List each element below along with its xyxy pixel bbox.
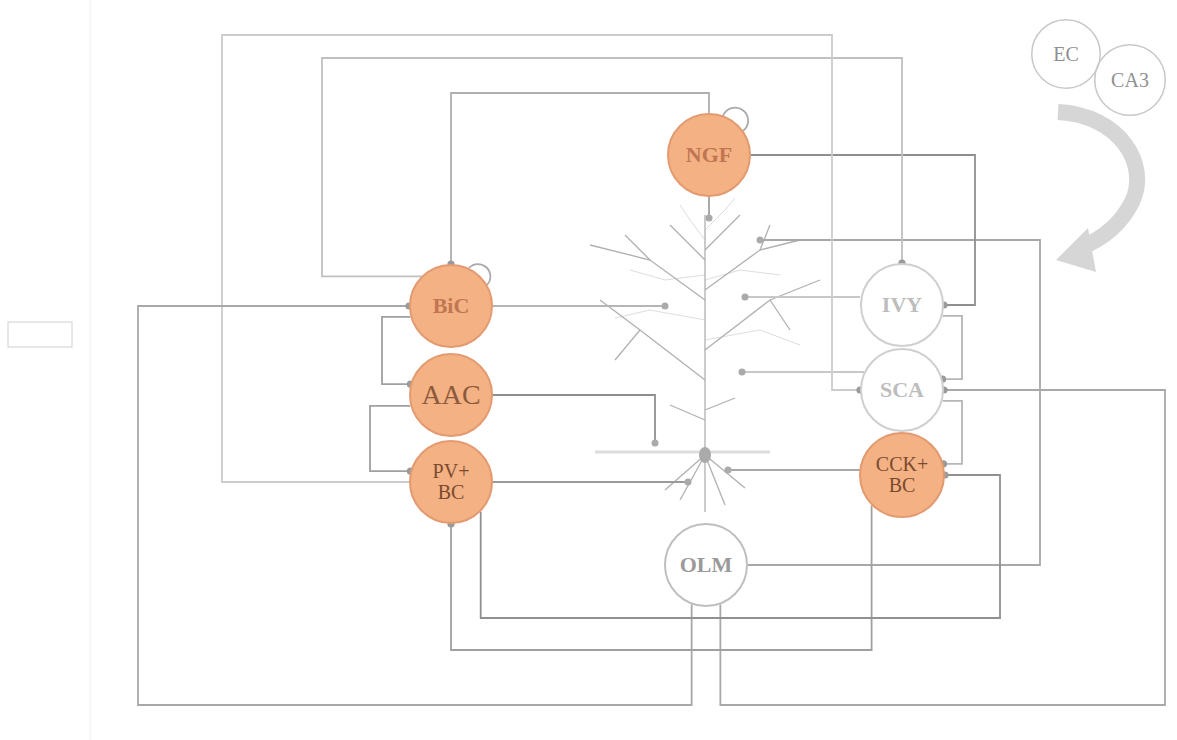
interneuron-circle: CCK+ BC — [859, 432, 945, 518]
neuron-faint — [615, 198, 800, 345]
node-label: SCA — [880, 378, 924, 401]
interneuron-circle: BiC — [409, 264, 493, 348]
node-label: IVY — [882, 293, 922, 316]
connector — [451, 505, 872, 650]
interneuron-circle: NGF — [667, 113, 751, 197]
node-label: CA3 — [1111, 70, 1149, 91]
interneuron-circle: PV+ BC — [409, 440, 493, 524]
interneuron-circle: IVY — [860, 263, 944, 347]
input-arrow — [1058, 112, 1137, 248]
connector — [222, 35, 860, 482]
node-circle — [410, 265, 492, 347]
interneuron-circle: SCA — [860, 348, 944, 432]
node-label: OLM — [680, 553, 733, 576]
interneuron-circle: OLM — [664, 523, 748, 607]
node-circle — [1095, 45, 1166, 116]
node-label: PV+ BC — [425, 461, 477, 503]
soma-layer — [595, 451, 770, 454]
node-circle — [1032, 20, 1101, 89]
synapse-dots — [652, 215, 764, 486]
region-circle: CA3 — [1094, 44, 1166, 116]
side-box — [8, 322, 72, 347]
connector — [382, 317, 410, 384]
soma — [699, 447, 711, 463]
node-circle — [665, 524, 747, 606]
connector — [451, 93, 709, 264]
node-circle — [861, 349, 943, 431]
node-label: AAC — [421, 380, 480, 409]
connector — [943, 316, 962, 379]
connector — [943, 401, 962, 464]
region-circle: EC — [1031, 19, 1101, 89]
node-label: BiC — [433, 294, 470, 317]
node-label: NGF — [686, 143, 732, 166]
connector — [138, 306, 692, 705]
target-lines — [493, 197, 1040, 565]
input-arrowhead — [1056, 228, 1096, 272]
connector — [720, 390, 1165, 705]
node-circle — [410, 441, 492, 523]
node-circle — [861, 264, 943, 346]
divider-line — [90, 0, 91, 740]
node-circle — [668, 114, 750, 196]
node-circle — [410, 354, 492, 436]
node-circle — [860, 433, 944, 517]
node-label: CCK+ BC — [872, 454, 932, 496]
connector — [751, 155, 975, 305]
interneuron-circle: AAC — [409, 353, 493, 437]
connector — [322, 58, 902, 276]
pyramidal-neuron — [590, 215, 820, 512]
node-label: EC — [1053, 44, 1079, 65]
connector — [370, 406, 410, 471]
